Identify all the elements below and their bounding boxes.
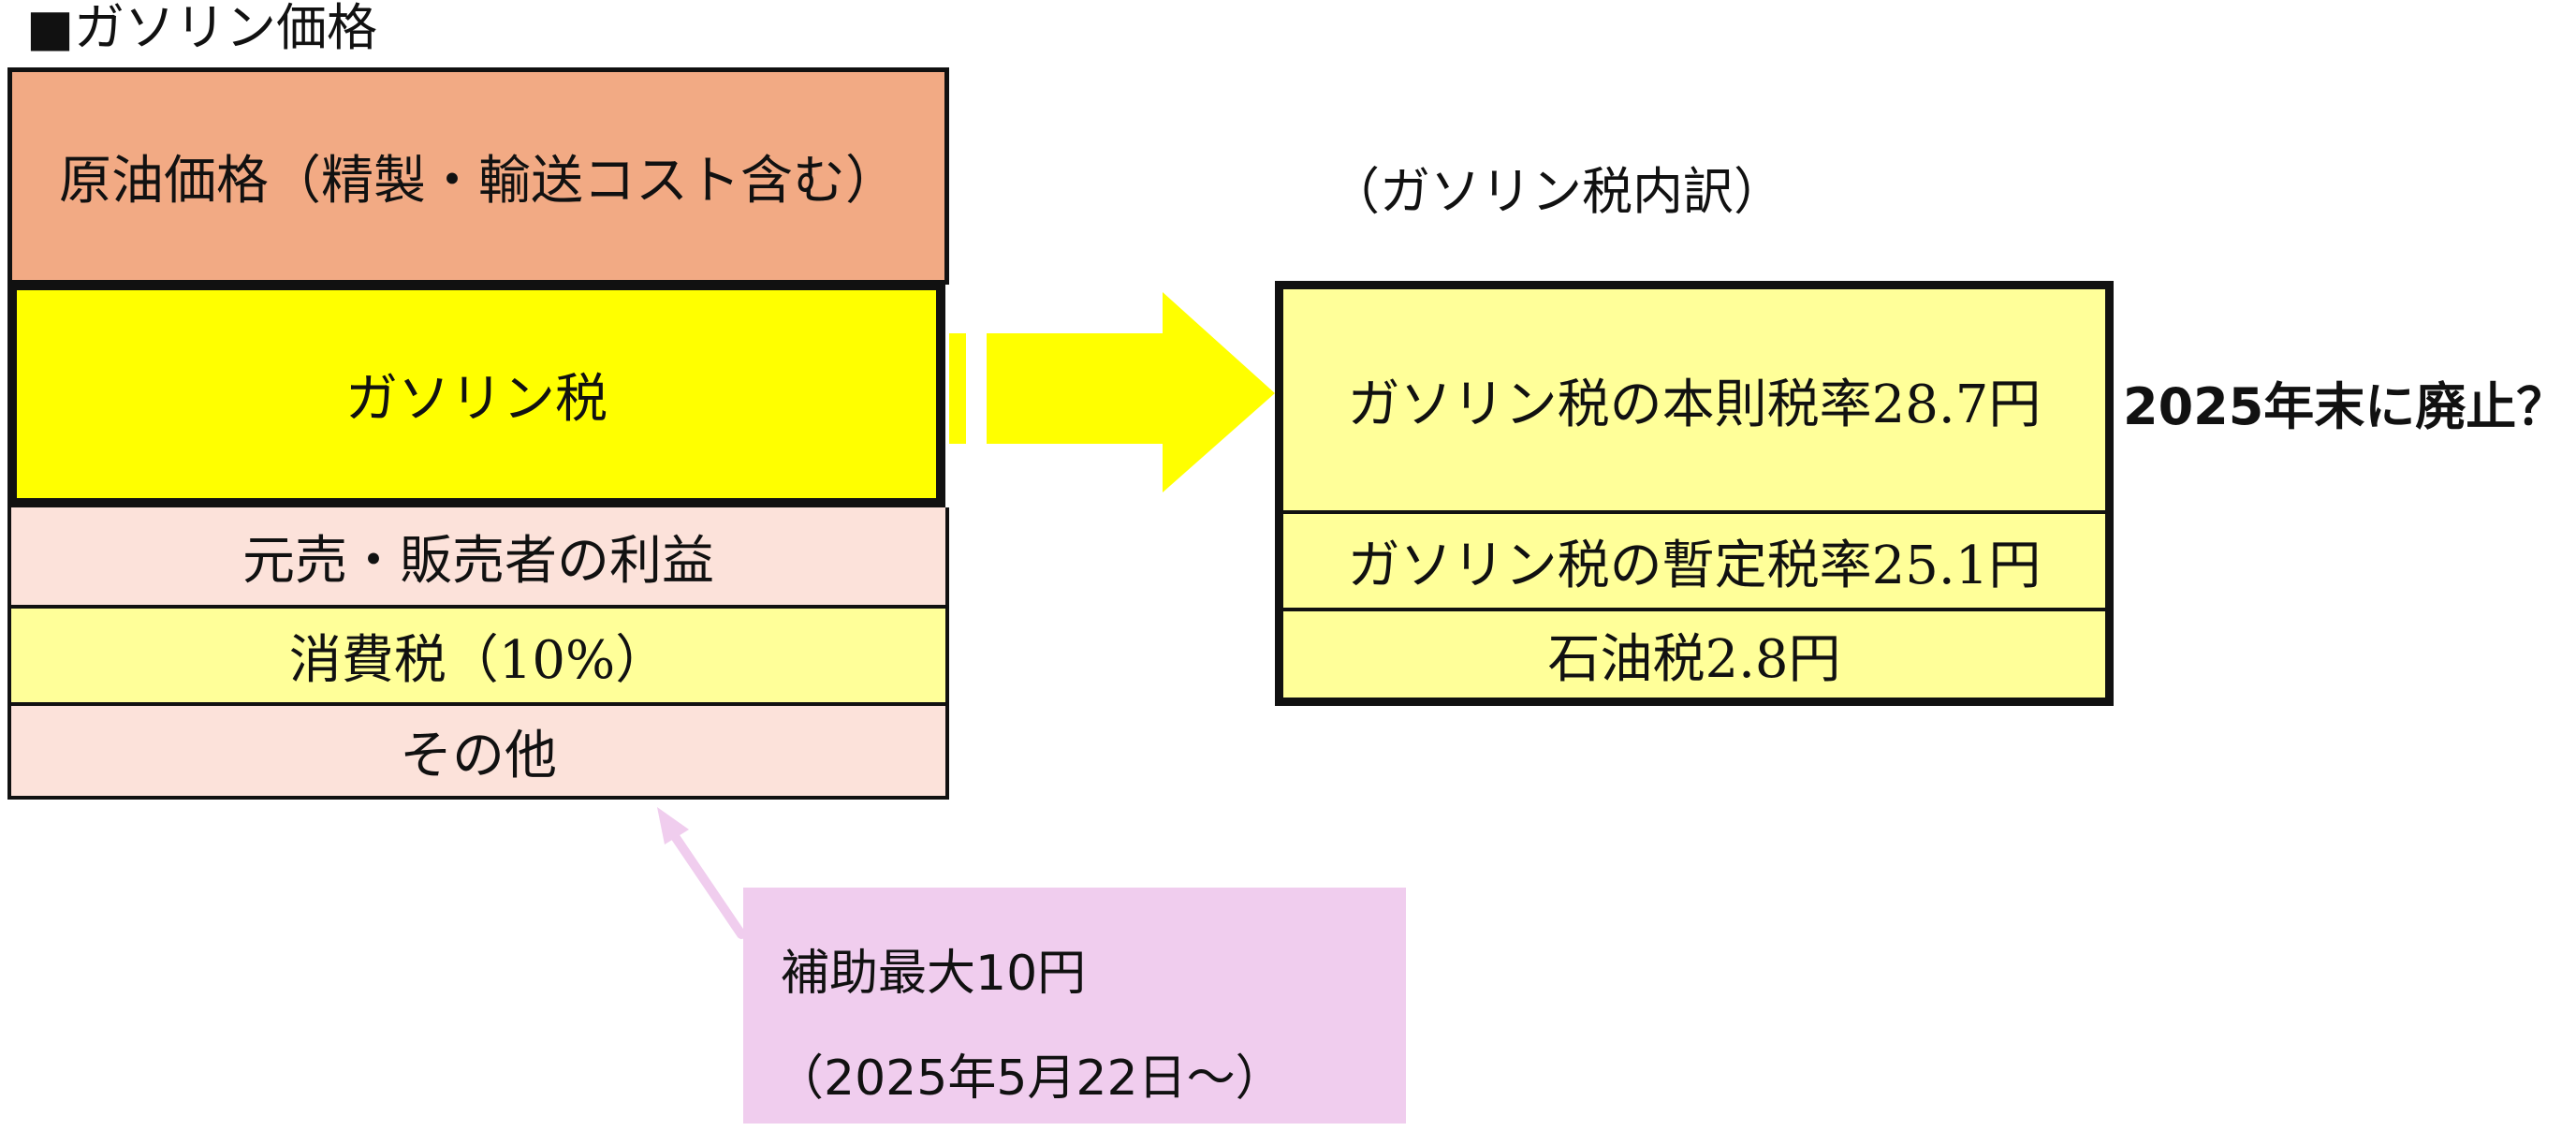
other-block: その他 <box>7 702 949 800</box>
gasoline-tax-block: ガソリン税 <box>7 281 945 507</box>
profit-label: 元売・販売者の利益 <box>242 530 714 592</box>
consumption-tax-block: 消費税（10%） <box>7 605 949 706</box>
crude-oil-price-block: 原油価格（精製・輸送コスト含む） <box>7 67 949 285</box>
crude-oil-price-label: 原油価格（精製・輸送コスト含む） <box>59 150 898 212</box>
subsidy-line-2: （2025年5月22日～） <box>775 1050 1284 1107</box>
petroleum-tax-label: 石油税2.8円 <box>1547 628 1841 690</box>
gasoline-tax-label: ガソリン税 <box>345 368 607 430</box>
provisional-rate-row: ガソリン税の暫定税率25.1円 <box>1283 514 2105 611</box>
yellow-arrow-icon <box>949 292 1275 492</box>
gasoline-tax-breakdown: ガソリン税の本則税率28.7円 ガソリン税の暫定税率25.1円 石油税2.8円 <box>1275 281 2114 706</box>
profit-block: 元売・販売者の利益 <box>7 507 949 609</box>
subsidy-line-1: 補助最大10円 <box>781 946 1087 1002</box>
consumption-tax-label: 消費税（10%） <box>288 629 668 691</box>
subsidy-callout: 補助最大10円 （2025年5月22日～） <box>743 888 1406 1124</box>
base-rate-label: ガソリン税の本則税率28.7円 <box>1347 374 2042 435</box>
petroleum-tax-row: 石油税2.8円 <box>1283 611 2105 698</box>
provisional-rate-label: ガソリン税の暫定税率25.1円 <box>1347 535 2042 596</box>
breakdown-title: （ガソリン税内訳） <box>1329 162 1784 221</box>
pink-pointer-arrow-icon <box>657 807 746 939</box>
abolish-note: 2025年末に廃止？ <box>2123 377 2568 436</box>
base-rate-row: ガソリン税の本則税率28.7円 <box>1283 289 2105 514</box>
page-title: ■ガソリン価格 <box>26 0 378 57</box>
other-label: その他 <box>400 725 557 786</box>
